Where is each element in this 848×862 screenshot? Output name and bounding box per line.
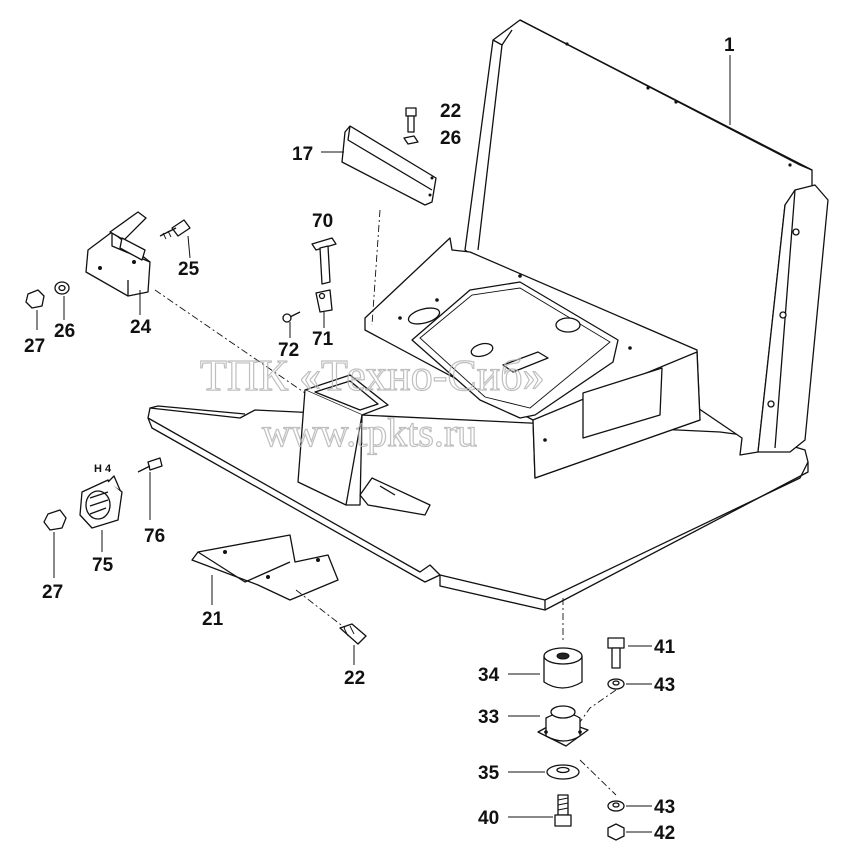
assembly-center-lines: [154, 209, 617, 796]
mount-33: [537, 705, 589, 747]
cover-plate-17: [341, 125, 437, 206]
label-part-1: 1: [724, 35, 735, 56]
bracket-21: [191, 534, 339, 601]
washer-35: [546, 764, 580, 780]
label-part-24: 24: [130, 317, 152, 338]
pedal-bracket: [297, 374, 431, 516]
label-part-33: 33: [478, 707, 499, 728]
label-part-34: 34: [478, 665, 500, 686]
label-part-27-top: 27: [24, 336, 45, 357]
rear-wall-panel: [464, 19, 829, 456]
label-part-40: 40: [478, 808, 499, 829]
bolt-41: [607, 637, 625, 669]
label-part-21: 21: [202, 609, 224, 630]
watermark-company: ТПК «Техно-Сиб»: [200, 351, 545, 400]
part-number-labels: 1 22 26 17 70 25 24 26 27 72 71 H 4 76 7…: [24, 35, 735, 844]
nut-27-top: [25, 289, 45, 309]
watermark-url: www.tpkts.ru: [262, 410, 477, 455]
center-console: [364, 237, 701, 479]
label-part-26-left: 26: [54, 321, 75, 342]
washer-43-top: [607, 678, 625, 690]
label-part-26-top: 26: [440, 128, 461, 149]
label-part-41: 41: [654, 637, 676, 658]
label-h4: H 4: [94, 463, 112, 475]
clip-71: [315, 289, 333, 313]
label-part-42: 42: [654, 823, 675, 844]
handle-70: [311, 237, 337, 285]
label-part-17: 17: [292, 144, 313, 165]
label-part-27-bottom: 27: [42, 582, 63, 603]
isolator-34: [543, 647, 583, 689]
latch-24: [85, 211, 151, 297]
bolt-40: [554, 794, 572, 827]
label-part-43-bottom: 43: [654, 797, 675, 818]
label-part-70: 70: [312, 211, 333, 232]
nut-42: [607, 823, 625, 841]
label-part-71: 71: [312, 329, 334, 350]
screw-72: [282, 311, 301, 323]
label-part-22-top: 22: [440, 101, 461, 122]
washer-26-left: [54, 281, 70, 295]
screw-76: [137, 457, 163, 473]
label-part-76: 76: [144, 526, 165, 547]
label-part-75: 75: [92, 555, 114, 576]
label-part-22-bottom: 22: [344, 668, 365, 689]
label-part-35: 35: [478, 763, 500, 784]
screw-25: [159, 219, 191, 240]
switch-75: [79, 475, 123, 529]
nut-27-bottom: [43, 509, 67, 531]
leader-lines: [36, 55, 731, 833]
washer-43-bottom: [607, 800, 625, 812]
label-part-72: 72: [278, 340, 299, 361]
label-part-43-top: 43: [654, 675, 675, 696]
bolt-22-bottom: [339, 623, 367, 645]
label-part-25: 25: [178, 259, 200, 280]
bolt-22-top: [403, 107, 419, 145]
